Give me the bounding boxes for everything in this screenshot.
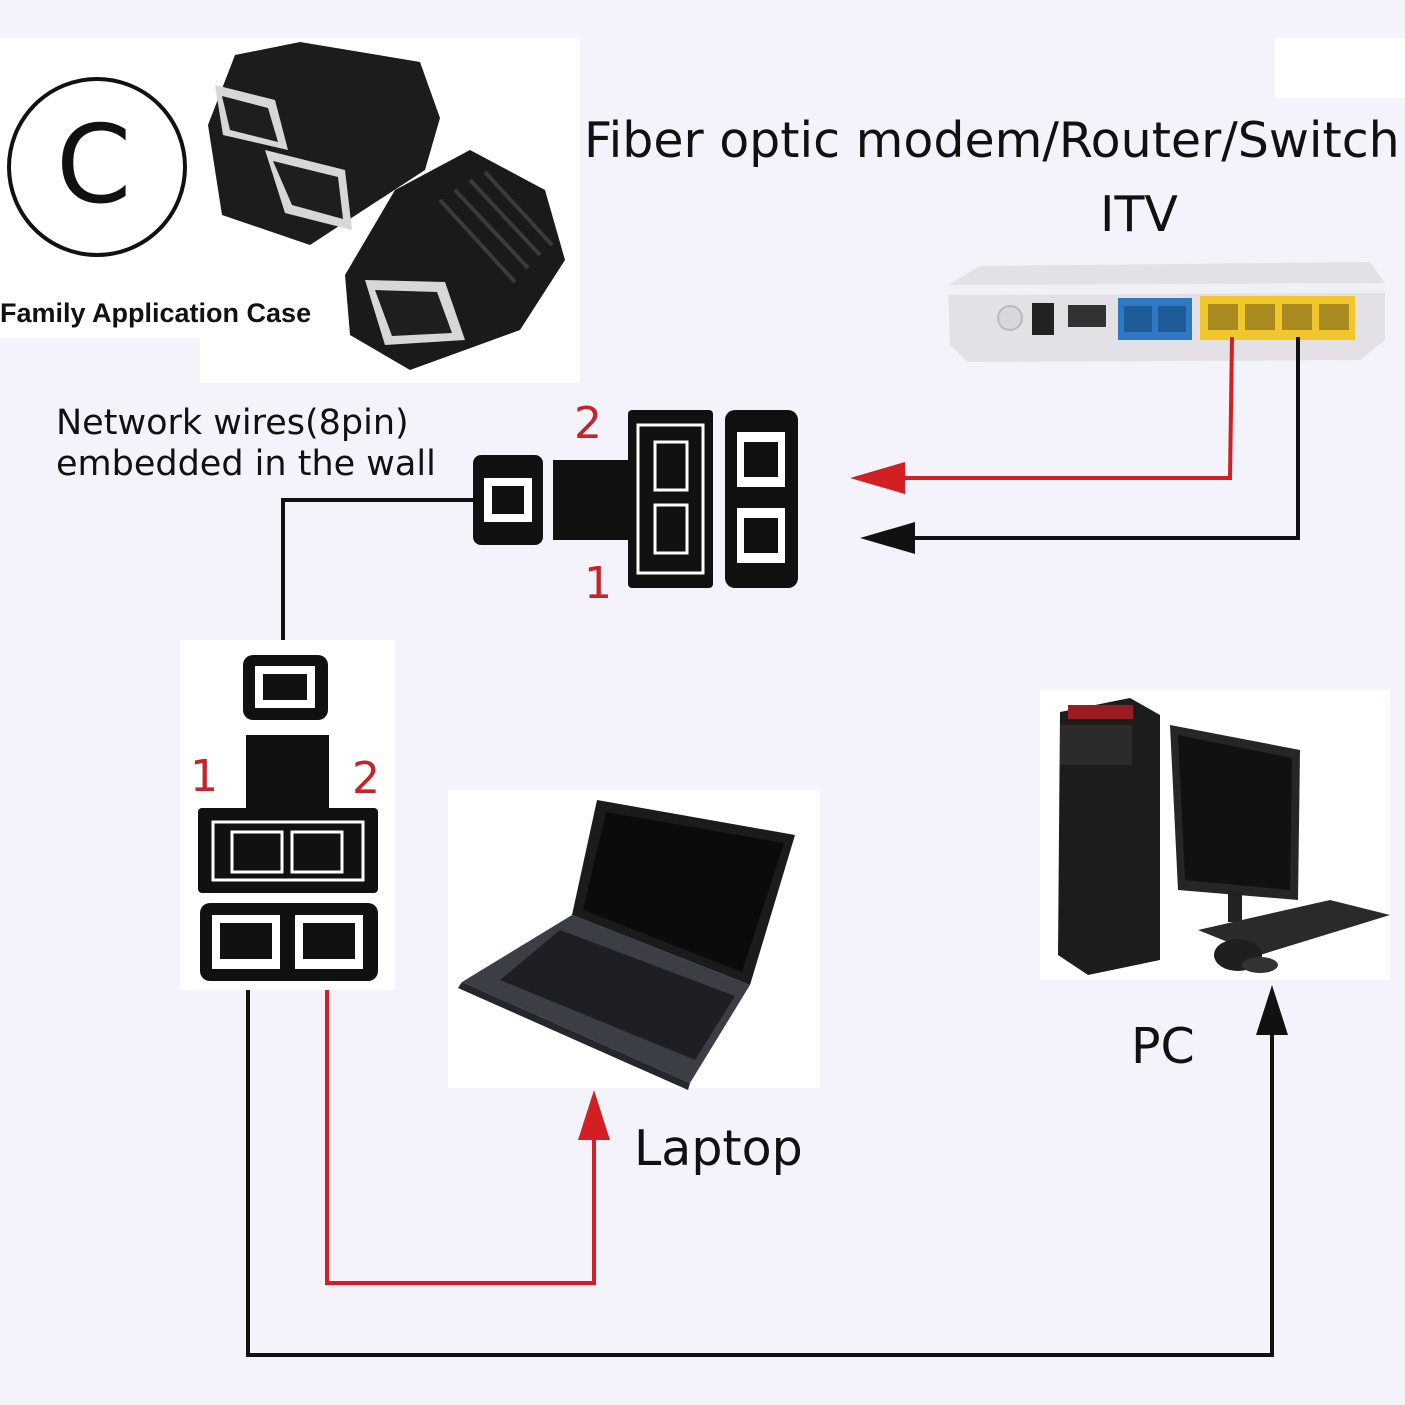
- copyright-circle-icon: [7, 77, 187, 257]
- laptop-device: [458, 800, 795, 1090]
- laptop-label: Laptop: [634, 1120, 803, 1177]
- top-splitter: [473, 410, 798, 588]
- black-arrow-left: [860, 522, 915, 554]
- bottom-splitter-port-2: 2: [352, 753, 380, 804]
- black-arrow-up: [1256, 985, 1288, 1035]
- router-device: [948, 262, 1385, 362]
- rj45-splitter-photo: [208, 42, 565, 370]
- red-arrow-left: [850, 462, 905, 494]
- family-application-case-label: Family Application Case: [0, 298, 312, 328]
- itv-label: ITV: [1100, 186, 1178, 243]
- bottom-splitter: [198, 655, 378, 981]
- top-right-panel: [1275, 38, 1405, 98]
- bottom-splitter-port-1: 1: [190, 751, 218, 802]
- desktop-pc-device: [1058, 698, 1390, 975]
- top-splitter-port-1: 1: [584, 558, 612, 609]
- copyright-letter: C: [56, 103, 132, 228]
- wall-label-line1: Network wires(8pin): [56, 403, 409, 443]
- top-splitter-port-2: 2: [574, 398, 602, 449]
- router-title: Fiber optic modem/Router/Switch: [584, 112, 1400, 169]
- red-arrow-up: [578, 1090, 610, 1140]
- pc-label: PC: [1131, 1018, 1195, 1075]
- logo-panel: [0, 38, 200, 338]
- wall-label-line2: embedded in the wall: [56, 444, 436, 484]
